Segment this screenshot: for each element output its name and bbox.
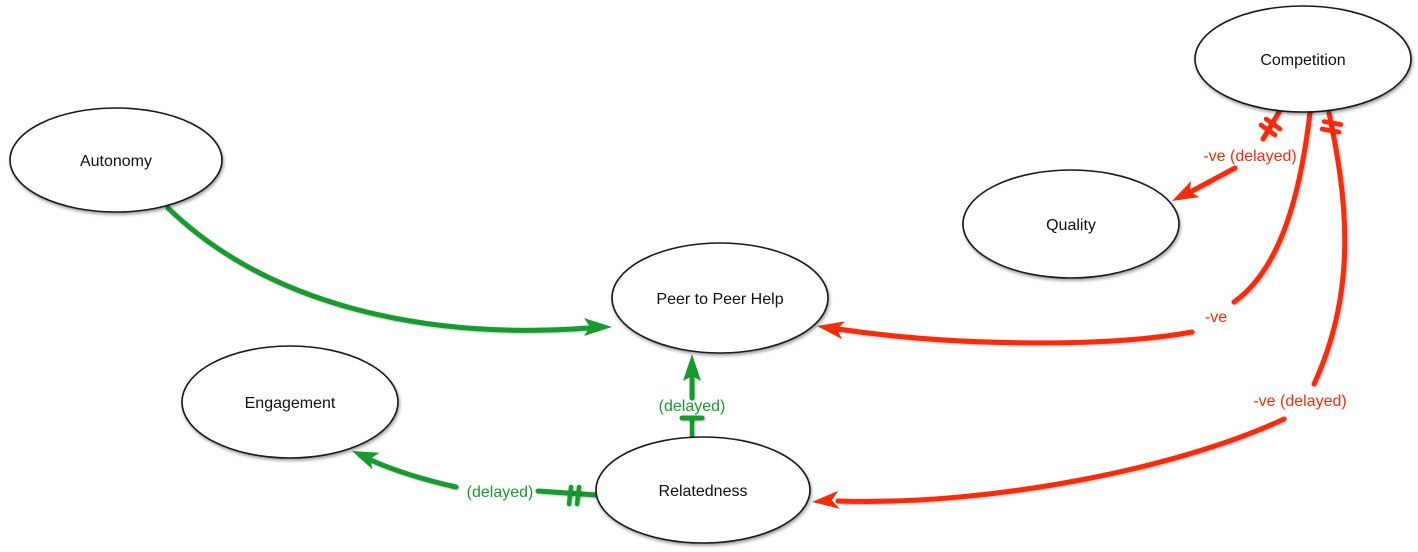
edge-label: -ve (delayed)	[1203, 148, 1296, 165]
edge-label: -ve (delayed)	[1253, 393, 1346, 410]
edge-competition-to-quality[interactable]: -ve (delayed)	[1172, 109, 1297, 201]
edge-line	[165, 205, 591, 333]
node-peer-to-peer-help[interactable]: Peer to Peer Help	[611, 242, 829, 354]
node-shape	[962, 169, 1180, 279]
edge-line	[1311, 110, 1348, 387]
node-shape	[1194, 5, 1412, 113]
arrowhead-icon	[584, 318, 612, 336]
edge-autonomy-to-peer-help[interactable]	[165, 205, 612, 336]
edge-relatedness-to-peer-help[interactable]: (delayed)	[659, 354, 726, 441]
edge-label: (delayed)	[659, 398, 726, 415]
delay-mark	[1258, 116, 1283, 138]
arrowhead-icon	[1172, 181, 1200, 201]
edge-label: (delayed)	[467, 484, 534, 501]
node-quality[interactable]: Quality	[962, 169, 1180, 279]
node-label: Engagement	[245, 395, 336, 412]
node-competition[interactable]: Competition	[1194, 5, 1412, 113]
node-relatedness[interactable]: Relatedness	[595, 436, 811, 544]
edge-competition-to-relatedness[interactable]: -ve (delayed)	[812, 110, 1348, 509]
node-label: Quality	[1046, 217, 1096, 234]
edge-label: -ve	[1205, 309, 1227, 326]
node-engagement[interactable]: Engagement	[181, 345, 399, 459]
node-label: Autonomy	[80, 153, 152, 170]
edge-relatedness-to-engagement[interactable]: (delayed)	[352, 451, 600, 507]
arrowhead-icon	[817, 321, 846, 340]
node-shape	[9, 107, 223, 213]
node-shape	[611, 242, 829, 354]
node-label: Relatedness	[659, 483, 748, 500]
node-shape	[181, 345, 399, 459]
edge-line	[1189, 165, 1238, 194]
edge-competition-to-peer-help[interactable]: -ve	[817, 109, 1313, 346]
edge-line	[835, 416, 1287, 504]
node-shape	[595, 436, 811, 544]
edge-line	[1231, 109, 1313, 305]
edge-line	[357, 452, 459, 490]
edge-line	[835, 326, 1195, 346]
node-label: Peer to Peer Help	[656, 291, 783, 308]
edge-line	[1260, 109, 1282, 142]
arrowhead-icon	[812, 490, 840, 509]
node-label: Competition	[1260, 52, 1345, 69]
delay-mark	[1319, 119, 1344, 135]
arrowhead-icon	[352, 451, 380, 470]
delay-mark	[566, 484, 582, 507]
edge-line	[535, 488, 600, 498]
node-autonomy[interactable]: Autonomy	[9, 107, 223, 213]
arrowhead-icon	[683, 354, 701, 381]
